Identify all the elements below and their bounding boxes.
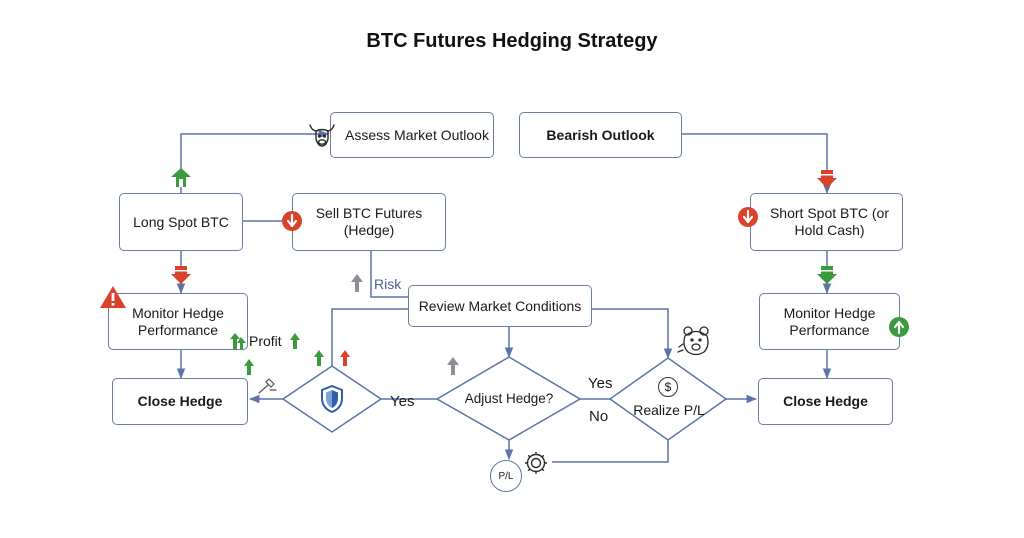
green-down-arrow-icon <box>817 266 837 284</box>
shield-icon <box>321 384 343 414</box>
bear-icon <box>677 326 709 356</box>
hammer-icon <box>258 378 277 394</box>
red-down-arrow-icon <box>817 170 837 188</box>
decision-adjust-hedge-label: Adjust Hedge? <box>464 391 554 406</box>
node-sell-btc-futures[interactable]: Sell BTC Futures (Hedge) <box>292 193 446 251</box>
node-close-hedge-left[interactable]: Close Hedge <box>112 378 248 425</box>
node-assess-market-outlook[interactable]: Assess Market Outlook <box>330 112 494 158</box>
edge-label-yes-right: Yes <box>588 375 613 392</box>
dollar-icon-label: $ <box>664 380 672 394</box>
node-long-spot-btc[interactable]: Long Spot BTC <box>119 193 243 251</box>
green-up-arrow-icon <box>171 168 191 187</box>
green-up-arrow-icon <box>244 359 254 375</box>
gray-up-arrow-icon <box>447 357 459 375</box>
node-monitor-hedge-right[interactable]: Monitor Hedge Performance <box>759 293 900 350</box>
green-up-arrow-icon <box>314 350 324 366</box>
red-up-arrow-icon <box>340 350 350 366</box>
node-close-hedge-right[interactable]: Close Hedge <box>758 378 893 425</box>
realize-pl-diamond <box>608 357 728 441</box>
edge-label-risk: Risk <box>374 276 402 292</box>
adjust-hedge-diamond <box>435 356 582 441</box>
edge-sell-to-review <box>370 251 408 298</box>
red-down-circle-icon <box>282 211 302 231</box>
bull-icon <box>309 124 335 147</box>
edge-label-profit: Profit <box>249 333 282 349</box>
red-down-circle-icon <box>738 207 758 227</box>
red-down-arrow-icon <box>171 266 191 284</box>
node-short-spot-btc[interactable]: Short Spot BTC (or Hold Cash) <box>750 193 903 251</box>
green-up-arrow-icon <box>230 333 246 349</box>
dollar-icon: $ <box>658 377 678 397</box>
edge-bearish-to-short <box>682 133 832 195</box>
node-monitor-hedge-left[interactable]: Monitor Hedge Performance <box>108 293 248 350</box>
edge-realize-loop <box>552 440 669 463</box>
edge-long-to-assess <box>180 129 330 193</box>
green-up-circle-icon <box>889 317 909 337</box>
gray-up-arrow-icon <box>351 274 363 292</box>
green-up-arrow-icon <box>290 333 300 349</box>
pl-circle-label: P/L <box>498 470 514 482</box>
pl-circle: P/L <box>490 460 522 492</box>
gear-icon <box>525 452 547 474</box>
node-bearish-outlook[interactable]: Bearish Outlook <box>519 112 682 158</box>
diagram-title: BTC Futures Hedging Strategy <box>366 30 658 52</box>
edge-review-to-realize <box>592 308 673 360</box>
decision-realize-pl-label: Realize P/L <box>633 402 705 418</box>
edge-label-no: No <box>589 408 609 425</box>
edge-label-yes-left: Yes <box>390 393 415 410</box>
node-review-market-conditions[interactable]: Review Market Conditions <box>408 285 592 327</box>
warning-icon <box>100 286 126 308</box>
edge-review-to-shield <box>331 308 408 366</box>
